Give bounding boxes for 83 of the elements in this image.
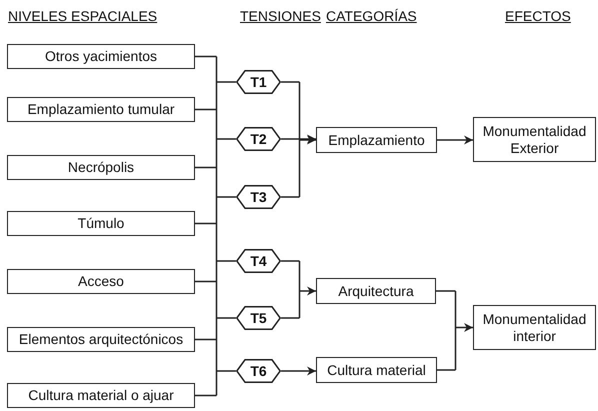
tension-hexagon (236, 185, 281, 209)
tension-label: T1 (250, 74, 267, 90)
level-box (7, 383, 195, 408)
category-box (316, 127, 437, 153)
connector-line (216, 139, 218, 168)
connector-line (454, 328, 456, 370)
connector-line (298, 82, 300, 140)
connector-line (216, 371, 218, 396)
tension-hexagon (236, 306, 281, 330)
connector-line (195, 108, 216, 110)
level-box (7, 269, 195, 294)
tension-label: T5 (250, 310, 267, 326)
connector-line (216, 197, 218, 224)
connector-line (454, 291, 456, 328)
effect-box (473, 305, 596, 350)
connector-line (195, 222, 216, 224)
connector-line (216, 317, 236, 319)
connector-line (281, 196, 300, 198)
level-box (7, 44, 195, 69)
connector-line (195, 394, 216, 396)
tension-label: T3 (250, 188, 267, 206)
tension-hexagon (236, 70, 281, 94)
category-box (316, 357, 437, 383)
connector-line (195, 56, 216, 58)
tension-label: T6 (250, 362, 267, 380)
connector-line (216, 138, 236, 140)
connector-line (216, 224, 218, 261)
connector-line (281, 260, 300, 262)
level-box (7, 327, 195, 352)
tension-hexagon (236, 127, 281, 151)
arrow (300, 286, 316, 296)
tension-hexagon (236, 249, 281, 273)
tension-label: T2 (250, 130, 267, 148)
node-label: Arquitectura (338, 282, 414, 300)
connector-line (216, 282, 218, 318)
node-label: Cultura material o ajuar (28, 387, 174, 404)
tension-hexagon (236, 359, 281, 383)
node-label: Emplazamiento tumular (27, 101, 175, 118)
column-heading: TENSIONES (240, 8, 321, 24)
connector-line (216, 56, 218, 82)
arrow (300, 136, 316, 144)
level-box (7, 155, 195, 180)
connector-line (436, 290, 456, 292)
node-label: Túmulo (78, 215, 124, 232)
connector-line (216, 261, 218, 282)
connector-line (216, 196, 236, 198)
arrow (437, 136, 473, 144)
node-label: Elementos arquitectónicos (18, 331, 184, 348)
column-heading: NIVELES ESPACIALES (8, 8, 158, 24)
node-label: Acceso (78, 273, 124, 290)
connector-line (298, 261, 300, 291)
connector-line (298, 291, 300, 318)
arrow (281, 134, 316, 144)
category-box (316, 278, 436, 304)
connector-line (195, 280, 216, 282)
connector-line (216, 110, 218, 139)
connector-line (298, 140, 300, 197)
connector-line (281, 81, 300, 83)
connector-line (216, 318, 218, 340)
arrow (456, 323, 473, 332)
connector-line (281, 317, 300, 319)
node-label: Monumentalidad Exterior (482, 123, 588, 156)
connector-line (437, 369, 456, 371)
column-heading: EFECTOS (505, 8, 571, 24)
node-label: Necrópolis (68, 159, 134, 176)
arrow (281, 366, 316, 376)
connector-line (216, 81, 236, 83)
connector-line (195, 338, 216, 340)
node-label: Emplazamiento (328, 132, 425, 148)
node-label: Monumentalidad interior (482, 311, 588, 344)
column-heading: CATEGORÍAS (326, 8, 417, 24)
level-box (7, 97, 195, 122)
connector-line (216, 168, 218, 197)
connector-line (216, 82, 218, 110)
node-label: Otros yacimientos (44, 48, 158, 65)
tension-label: T4 (250, 252, 267, 270)
connector-line (195, 166, 216, 168)
connector-line (216, 260, 236, 262)
effect-box (473, 117, 596, 162)
level-box (7, 211, 195, 236)
node-label: Cultura material (327, 362, 426, 378)
connector-line (216, 340, 218, 371)
connector-line (216, 370, 236, 372)
